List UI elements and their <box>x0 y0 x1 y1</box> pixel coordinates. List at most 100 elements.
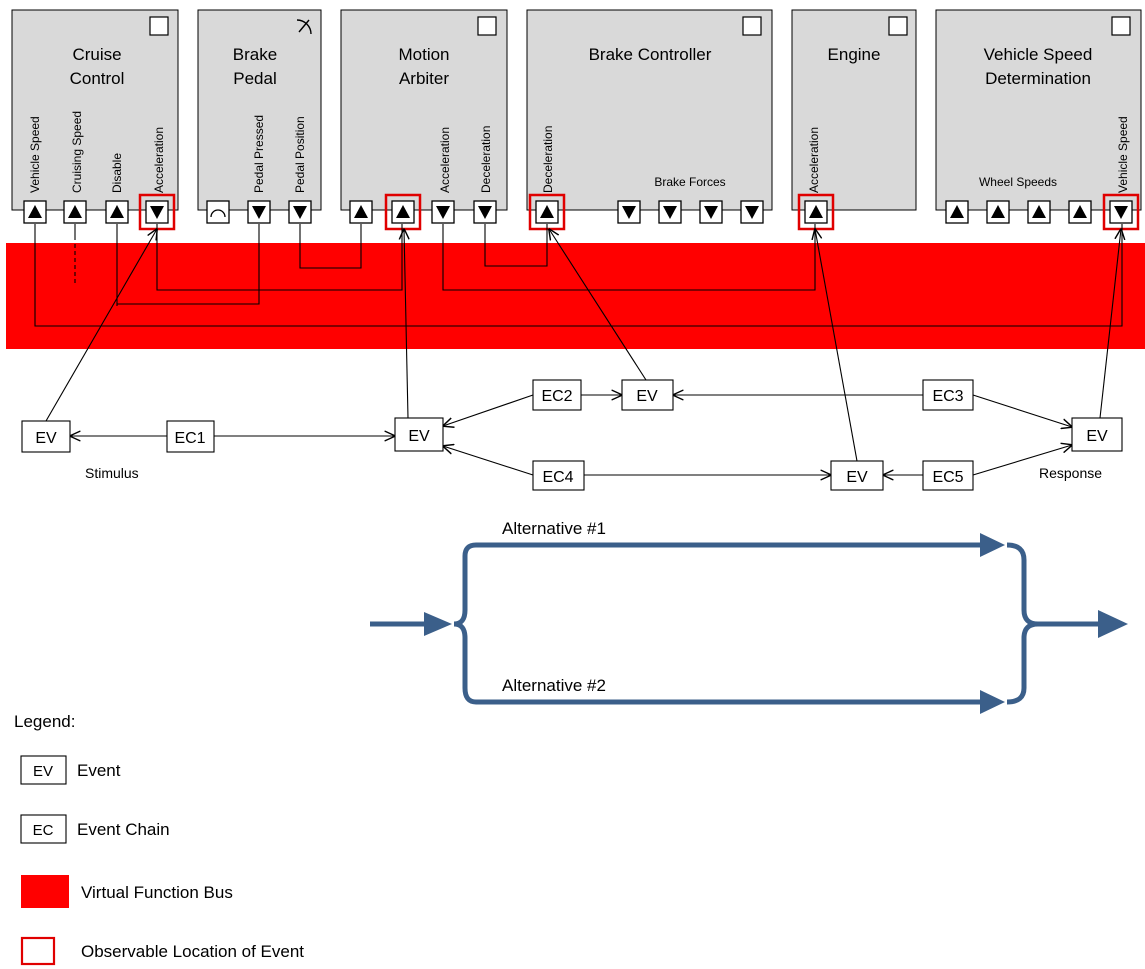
svg-text:EV: EV <box>636 388 658 405</box>
event-chain-ec4: EC4 <box>532 460 585 491</box>
triangle-up-icon <box>396 205 410 218</box>
component-title: Arbiter <box>399 69 449 88</box>
triangle-down-icon <box>622 206 636 219</box>
port-group-label: Brake Forces <box>654 175 725 189</box>
triangle-down-icon <box>150 206 164 219</box>
component-vehicle-speed-determination: Vehicle Speed Determination Vehicle Spee… <box>935 9 1142 211</box>
component-motion-arbiter: Motion Arbiter Acceleration Deceleration <box>340 9 508 211</box>
port-group-label: Wheel Speeds <box>979 175 1057 189</box>
triangle-up-icon <box>1073 205 1087 218</box>
component-brake-pedal: Brake Pedal Pedal Pressed Pedal Position <box>197 9 322 211</box>
svg-text:Observable Location of Event: Observable Location of Event <box>81 942 304 961</box>
legend: Legend: EV Event EC Event Chain Virtual … <box>14 712 304 966</box>
svg-text:EC: EC <box>33 822 54 839</box>
component-icon <box>477 16 497 36</box>
triangle-up-icon <box>110 205 124 218</box>
event-chain-ec3: EC3 <box>922 379 974 411</box>
triangle-down-icon <box>436 206 450 219</box>
svg-text:EV: EV <box>33 763 53 780</box>
svg-text:EV: EV <box>1086 428 1108 445</box>
triangle-up-icon <box>809 205 823 218</box>
port-label: Vehicle Speed <box>1116 116 1130 193</box>
component-title: Determination <box>985 69 1091 88</box>
bus-connections <box>34 224 1123 327</box>
arc-port-icon <box>210 209 226 218</box>
triangle-up-icon <box>540 205 554 218</box>
alternative-1-label: Alternative #1 <box>502 519 606 538</box>
legend-observable-location: Observable Location of Event <box>20 936 304 966</box>
event-chain-ec2: EC2 <box>532 379 582 411</box>
triangle-up-icon <box>28 205 42 218</box>
component-title: Motion <box>398 45 449 64</box>
triangle-up-icon <box>991 205 1005 218</box>
port-label: Pedal Position <box>293 116 307 193</box>
event-response: EV <box>1071 417 1123 452</box>
triangle-up-icon <box>354 205 368 218</box>
svg-text:EV: EV <box>846 469 868 486</box>
component-title: Cruise <box>72 45 121 64</box>
event-chain-arrows <box>45 229 1121 475</box>
legend-event-chain: EC Event Chain <box>20 814 170 844</box>
component-cruise-control: Cruise Control Vehicle Speed Cruising Sp… <box>11 9 179 211</box>
gauge-icon <box>296 19 312 35</box>
event-chain-ec5: EC5 <box>922 460 974 491</box>
response-label: Response <box>1039 465 1102 481</box>
svg-text:EC2: EC2 <box>541 388 572 405</box>
svg-text:Virtual Function Bus: Virtual Function Bus <box>81 883 233 902</box>
port-label: Deceleration <box>541 126 555 193</box>
triangle-down-icon <box>745 206 759 219</box>
alternative-2-label: Alternative #2 <box>502 676 606 695</box>
port-label: Acceleration <box>807 127 821 193</box>
svg-text:EC5: EC5 <box>932 469 963 486</box>
component-icon <box>149 16 169 36</box>
virtual-function-bus <box>6 243 1145 349</box>
component-engine: Engine Acceleration <box>791 9 917 211</box>
svg-text:EC1: EC1 <box>174 430 205 447</box>
event-chain-ec1: EC1 <box>166 420 215 453</box>
triangle-down-icon <box>704 206 718 219</box>
triangle-down-icon <box>478 206 492 219</box>
svg-text:EC4: EC4 <box>542 469 573 486</box>
triangle-down-icon <box>663 206 677 219</box>
port-label: Disable <box>110 153 124 193</box>
component-icon <box>742 16 762 36</box>
triangle-down-icon <box>293 206 307 219</box>
event-engine: EV <box>830 460 884 491</box>
port-label: Cruising Speed <box>70 111 84 193</box>
stimulus-label: Stimulus <box>85 465 139 481</box>
component-icon <box>888 16 908 36</box>
svg-text:EV: EV <box>408 428 430 445</box>
triangle-up-icon <box>950 205 964 218</box>
component-title: Engine <box>828 45 881 64</box>
triangle-down-icon <box>1114 206 1128 219</box>
svg-text:EV: EV <box>35 430 57 447</box>
triangle-down-icon <box>252 206 266 219</box>
component-title: Brake Controller <box>589 45 712 64</box>
event-motion-arbiter: EV <box>394 417 444 452</box>
port-label: Acceleration <box>152 127 166 193</box>
component-title: Brake <box>233 45 277 64</box>
triangle-up-icon <box>1032 205 1046 218</box>
svg-text:Event: Event <box>77 761 121 780</box>
event-stimulus: EV <box>21 420 71 453</box>
port <box>206 200 230 224</box>
event-brake-controller: EV <box>621 379 674 411</box>
port-label: Acceleration <box>438 127 452 193</box>
port-label: Pedal Pressed <box>252 115 266 193</box>
port-label: Vehicle Speed <box>28 116 42 193</box>
component-title: Vehicle Speed <box>984 45 1093 64</box>
svg-text:Event Chain: Event Chain <box>77 820 170 839</box>
component-title: Control <box>70 69 125 88</box>
legend-title: Legend: <box>14 712 75 731</box>
legend-event: EV Event <box>20 755 121 785</box>
alternatives-diagram: Alternative #1 Alternative #2 <box>370 519 1128 714</box>
legend-virtual-function-bus: Virtual Function Bus <box>21 875 233 908</box>
component-title: Pedal <box>233 69 276 88</box>
ports-layer <box>23 200 1133 224</box>
component-brake-controller: Brake Controller Deceleration Brake Forc… <box>526 9 773 211</box>
svg-text:EC3: EC3 <box>932 388 963 405</box>
port-label: Deceleration <box>479 126 493 193</box>
triangle-up-icon <box>68 205 82 218</box>
component-icon <box>1111 16 1131 36</box>
